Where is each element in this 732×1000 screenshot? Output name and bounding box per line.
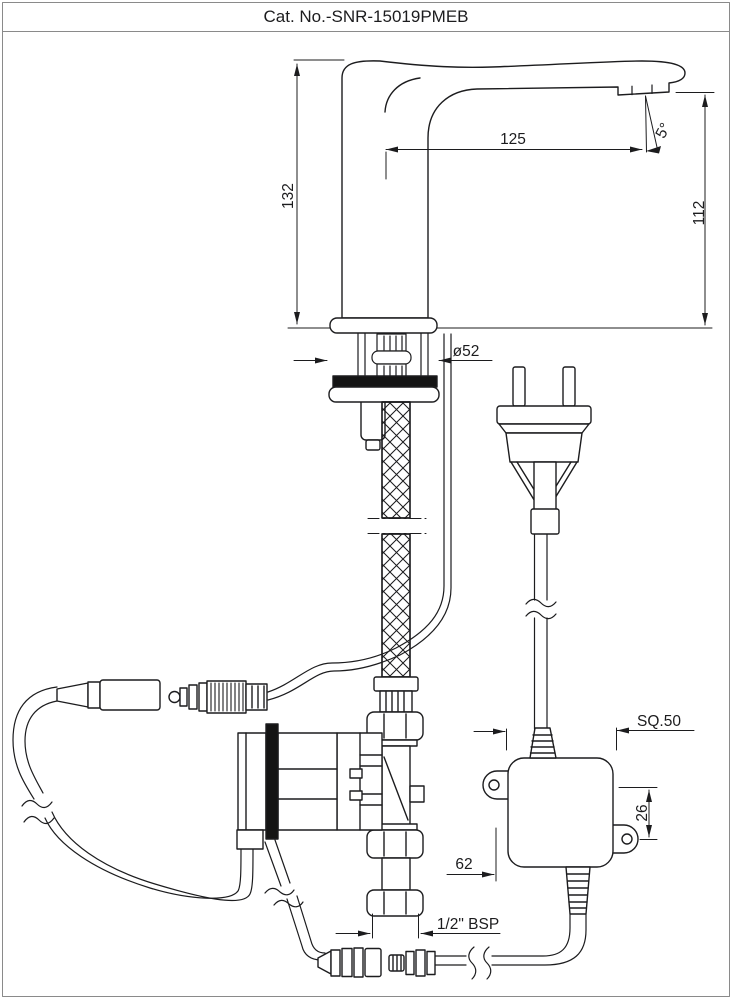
spout-bend-detail-line <box>384 77 421 113</box>
hex-nut-middle <box>366 829 424 859</box>
label-body-height: 132 <box>280 183 297 209</box>
cable-break-symbol <box>483 946 492 980</box>
cable-break-symbol <box>273 899 304 908</box>
hex-nut-bottom <box>366 889 424 917</box>
label-inlet-thread: 1/2" BSP <box>437 916 499 933</box>
dimension-labels: 132 125 5° 112 ø52 SQ.50 26 62 1/2" BSP <box>280 120 708 933</box>
rubber-gasket <box>332 375 438 388</box>
hose-ferrule <box>373 676 419 692</box>
valve-outlet-stub <box>409 785 425 803</box>
cable-break-symbol <box>468 946 477 980</box>
deck-flange <box>329 317 438 334</box>
solenoid-cable-tab <box>236 829 264 850</box>
power-connector-socket <box>317 947 382 978</box>
socket-to-solenoid-cable <box>12 686 254 902</box>
strain-relief-bottom <box>565 866 591 915</box>
plug-cable <box>525 532 557 730</box>
sensor-jack-plug <box>168 680 268 714</box>
hose-break-symbol <box>367 517 427 535</box>
cable-break-symbol <box>525 610 557 620</box>
faucet-spout <box>341 60 686 319</box>
label-box-offset: 62 <box>455 856 472 873</box>
control-box <box>482 727 639 915</box>
label-box-square: SQ.50 <box>637 713 681 730</box>
label-ear-offset: 26 <box>634 804 651 821</box>
plug-prong <box>562 366 576 407</box>
power-connector-plug <box>388 949 436 977</box>
label-spout-reach: 125 <box>500 131 526 148</box>
solenoid-end-cap <box>237 732 267 831</box>
plug-prong <box>512 366 526 407</box>
cable-break-symbol <box>23 815 55 825</box>
ear-hole-right <box>621 833 633 845</box>
cable-break-symbol <box>264 887 295 896</box>
solenoid-valve <box>236 723 383 850</box>
hose-crimp-sleeve <box>379 690 413 713</box>
cable-break-symbol <box>21 799 53 809</box>
sensor-jack-socket <box>56 679 161 711</box>
spacer-foot <box>365 439 381 451</box>
ear-hole-left <box>488 779 500 791</box>
label-base-diameter: ø52 <box>453 343 480 360</box>
solenoid-flange-band <box>265 723 279 840</box>
solenoid-coil-body <box>277 732 338 831</box>
braided-inlet-hose <box>367 401 427 713</box>
dim-angle-5deg <box>645 95 661 154</box>
aerator-outlet <box>631 84 653 96</box>
label-outlet-height: 112 <box>691 201 708 226</box>
mounting-nut <box>328 386 440 403</box>
sensor-cable <box>267 333 452 701</box>
power-plug <box>496 366 592 535</box>
strain-relief-top <box>529 727 557 759</box>
label-spout-angle: 5° <box>653 120 675 141</box>
control-box-output-cable <box>432 913 587 980</box>
faucet-base-assembly <box>328 317 440 451</box>
control-box-body <box>507 757 614 868</box>
cable-break-symbol <box>525 598 557 608</box>
mounting-shank <box>357 332 429 378</box>
catalog-number-title: Cat. No.-SNR-15019PMEB <box>263 7 468 26</box>
dimension-lines <box>293 63 708 939</box>
solenoid-to-connector-cable <box>264 839 326 961</box>
